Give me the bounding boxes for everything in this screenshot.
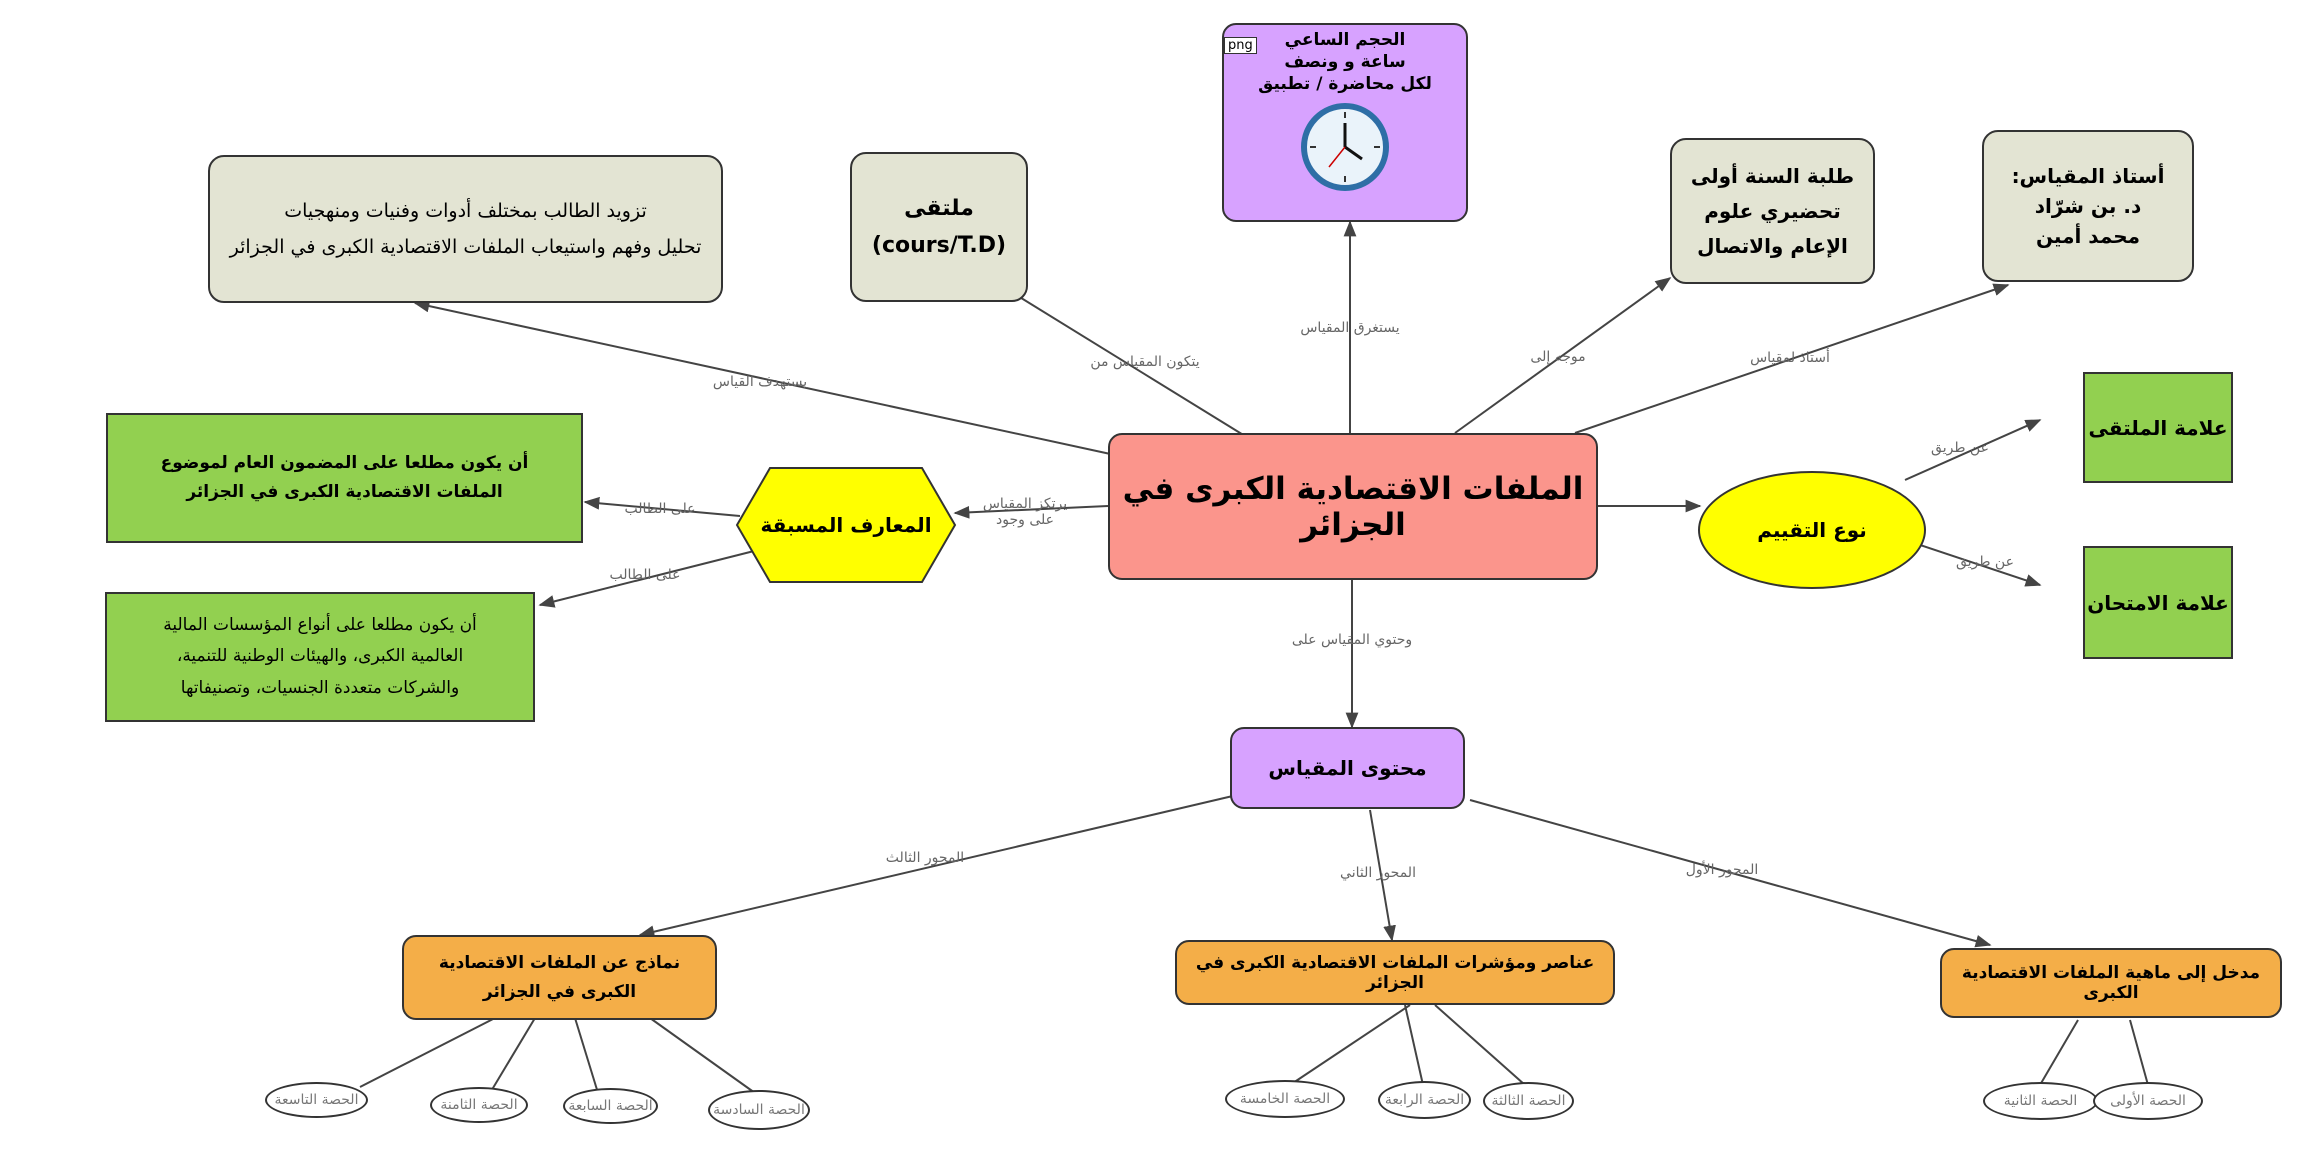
session-1-node[interactable]: الحصة الأولى — [2093, 1082, 2203, 1120]
edge-label-audience: موجه إلى — [1530, 348, 1586, 365]
edge-axis3 — [638, 794, 1238, 938]
edge-label-prerequisites: يرتكز المقياس على وجود — [983, 496, 1067, 528]
format-node[interactable]: ملتقى (cours/T.D) — [850, 152, 1028, 302]
edge-audience — [1454, 277, 1672, 434]
prerequisites-hexagon-shape — [735, 467, 957, 583]
edge-grade1 — [1904, 419, 2042, 481]
session-2-label: الحصة الثانية — [2003, 1093, 2078, 1109]
hours-line3: لكل محاضرة / تطبيق — [1258, 74, 1432, 95]
edge-grade2 — [1904, 539, 2042, 587]
session-6-label: الحصة السادسة — [713, 1102, 805, 1118]
audience-node[interactable]: طلبة السنة أولى تحضيري علوم الإعام والات… — [1670, 138, 1875, 284]
seminar-grade-label: علامة الملتقى — [2088, 415, 2228, 440]
axis-3-line2: الكبرى في الجزائر — [482, 981, 637, 1002]
audience-line2: تحضيري علوم — [1704, 198, 1841, 223]
teacher-line3: محمد أمين — [2035, 224, 2141, 248]
evaluation-node[interactable]: نوع التقييم — [1698, 471, 1926, 589]
session-4-label: الحصة الرابعة — [1384, 1092, 1465, 1108]
prereq2-line3: والشركات متعددة الجنسيات، وتصنيفاتها — [180, 677, 460, 698]
edge-label-goal: يستهدف القياس — [712, 373, 808, 390]
goal-line1: تزويد الطالب بمختلف أدوات وفنيات ومنهجيا… — [284, 199, 647, 222]
edge-label-axis1: المحور الأول — [1685, 861, 1759, 878]
edge-label-prereq-item2: على الطالب — [609, 566, 681, 583]
prereq1-line1: أن يكون مطلعا على المضمون العام لموضوع — [160, 453, 529, 474]
session-3-node[interactable]: الحصة الثالثة — [1483, 1082, 1574, 1120]
teacher-line1: أستاذ المقياس: — [2011, 164, 2165, 188]
axis-2-node[interactable]: عناصر ومؤشرات الملفات الاقتصادية الكبرى … — [1175, 940, 1615, 1005]
session-4-node[interactable]: الحصة الرابعة — [1378, 1081, 1471, 1119]
prerequisites-node[interactable]: المعارف المسبقة — [735, 466, 957, 584]
edge-prerequisites — [953, 505, 1109, 519]
edge-label-grade1: عن طريق — [1931, 439, 1989, 456]
edge-label-grade2: عن طريق — [1956, 553, 2014, 570]
format-line2: (cours/T.D) — [871, 233, 1007, 258]
teacher-node[interactable]: أستاذ المقياس: د. بن شرّاد محمد أمين — [1982, 130, 2194, 282]
exam-grade-node[interactable]: علامة الامتحان — [2083, 546, 2233, 659]
session-7-node[interactable]: الحصة السابعة — [563, 1088, 658, 1124]
edge-label-teacher: أستاذ لمقياس — [1750, 349, 1830, 366]
goal-node[interactable]: تزويد الطالب بمختلف أدوات وفنيات ومنهجيا… — [208, 155, 723, 303]
audience-line1: طلبة السنة أولى — [1690, 163, 1855, 188]
edge-label-hours: يستغرق المقياس — [1300, 319, 1400, 336]
evaluation-label: نوع التقييم — [1757, 518, 1867, 542]
session-3-label: الحصة الثالثة — [1491, 1093, 1566, 1109]
axis-2-label: عناصر ومؤشرات الملفات الاقتصادية الكبرى … — [1195, 952, 1595, 993]
session-8-label: الحصة الثامنة — [440, 1097, 518, 1113]
prerequisite-item-1[interactable]: أن يكون مطلعا على المضمون العام لموضوع ا… — [106, 413, 583, 543]
edge-axis1 — [1469, 799, 1992, 948]
edge-prereq-item2 — [538, 549, 759, 608]
edge-label-axis2: المحور الثاني — [1340, 864, 1416, 881]
axis-3-line1: نماذج عن الملفات الاقتصادية — [438, 952, 681, 973]
seminar-grade-node[interactable]: علامة الملتقى — [2083, 372, 2233, 483]
session-5-label: الحصة الخامسة — [1239, 1091, 1331, 1107]
central-topic-label: الملفات الاقتصادية الكبرى في الجزائر — [1122, 470, 1584, 543]
content-label: محتوى المقياس — [1268, 756, 1427, 780]
session-1-label: الحصة الأولى — [2110, 1093, 2186, 1109]
session-7-label: الحصة السابعة — [568, 1098, 653, 1114]
session-6-node[interactable]: الحصة السادسة — [708, 1090, 810, 1130]
axis-3-node[interactable]: نماذج عن الملفات الاقتصادية الكبرى في ال… — [402, 935, 717, 1020]
edge-label-prereq-item1: على الطالب — [624, 500, 696, 517]
edge-axis2 — [1369, 809, 1396, 942]
edge-teacher — [1574, 283, 2010, 434]
session-5-node[interactable]: الحصة الخامسة — [1225, 1080, 1345, 1118]
edge-label-axis3: المحور الثالث — [885, 849, 965, 866]
session-2-node[interactable]: الحصة الثانية — [1983, 1082, 2098, 1120]
edge-label-format: يتكون المقياس من — [1090, 353, 1200, 370]
teacher-line2: د. بن شرّاد — [2034, 194, 2142, 218]
goal-line2: تحليل وفهم واستيعاب الملفات الاقتصادية ا… — [229, 236, 702, 258]
png-tag: png — [1224, 37, 1257, 54]
edge-prereq-item1 — [583, 496, 741, 517]
prereq1-line2: الملفات الاقتصادية الكبرى في الجزائر — [186, 482, 503, 502]
edge-goal — [413, 299, 1116, 456]
prereq2-line1: أن يكون مطلعا على أنواع المؤسسات المالية — [163, 614, 477, 635]
edge-label-prerequisites-line1: يرتكز المقياس — [982, 495, 1068, 512]
axis-1-label: مدخل إلى ماهية الملفات الاقتصادية الكبرى — [1961, 963, 2261, 1003]
hours-line1: الحجم الساعي — [1284, 30, 1406, 50]
session-8-node[interactable]: الحصة الثامنة — [430, 1087, 528, 1123]
prerequisite-item-2[interactable]: أن يكون مطلعا على أنواع المؤسسات المالية… — [105, 592, 535, 722]
edge-format — [998, 284, 1246, 437]
exam-grade-label: علامة الامتحان — [2087, 590, 2229, 615]
edge-label-content: وحتوي المقياس على — [1291, 631, 1413, 648]
session-9-node[interactable]: الحصة التاسعة — [265, 1082, 368, 1118]
clock-icon — [1299, 101, 1391, 194]
axis-1-node[interactable]: مدخل إلى ماهية الملفات الاقتصادية الكبرى — [1940, 948, 2282, 1018]
audience-line3: الإعام والاتصال — [1697, 233, 1848, 258]
format-line1: ملتقى — [904, 195, 974, 221]
hours-node[interactable]: الحجم الساعي ساعة و ونصف لكل محاضرة / تط… — [1222, 23, 1468, 222]
prerequisites-label: المعارف المسبقة — [760, 513, 932, 537]
prereq2-line2: العالمية الكبرى، والهيئات الوطنية للتنمي… — [176, 646, 464, 667]
hours-line2: ساعة و ونصف — [1284, 52, 1406, 73]
session-9-label: الحصة التاسعة — [274, 1092, 359, 1108]
content-node[interactable]: محتوى المقياس — [1230, 727, 1465, 809]
edge-label-prerequisites-line2: على وجود — [996, 512, 1054, 528]
central-topic-node[interactable]: الملفات الاقتصادية الكبرى في الجزائر — [1108, 433, 1598, 580]
